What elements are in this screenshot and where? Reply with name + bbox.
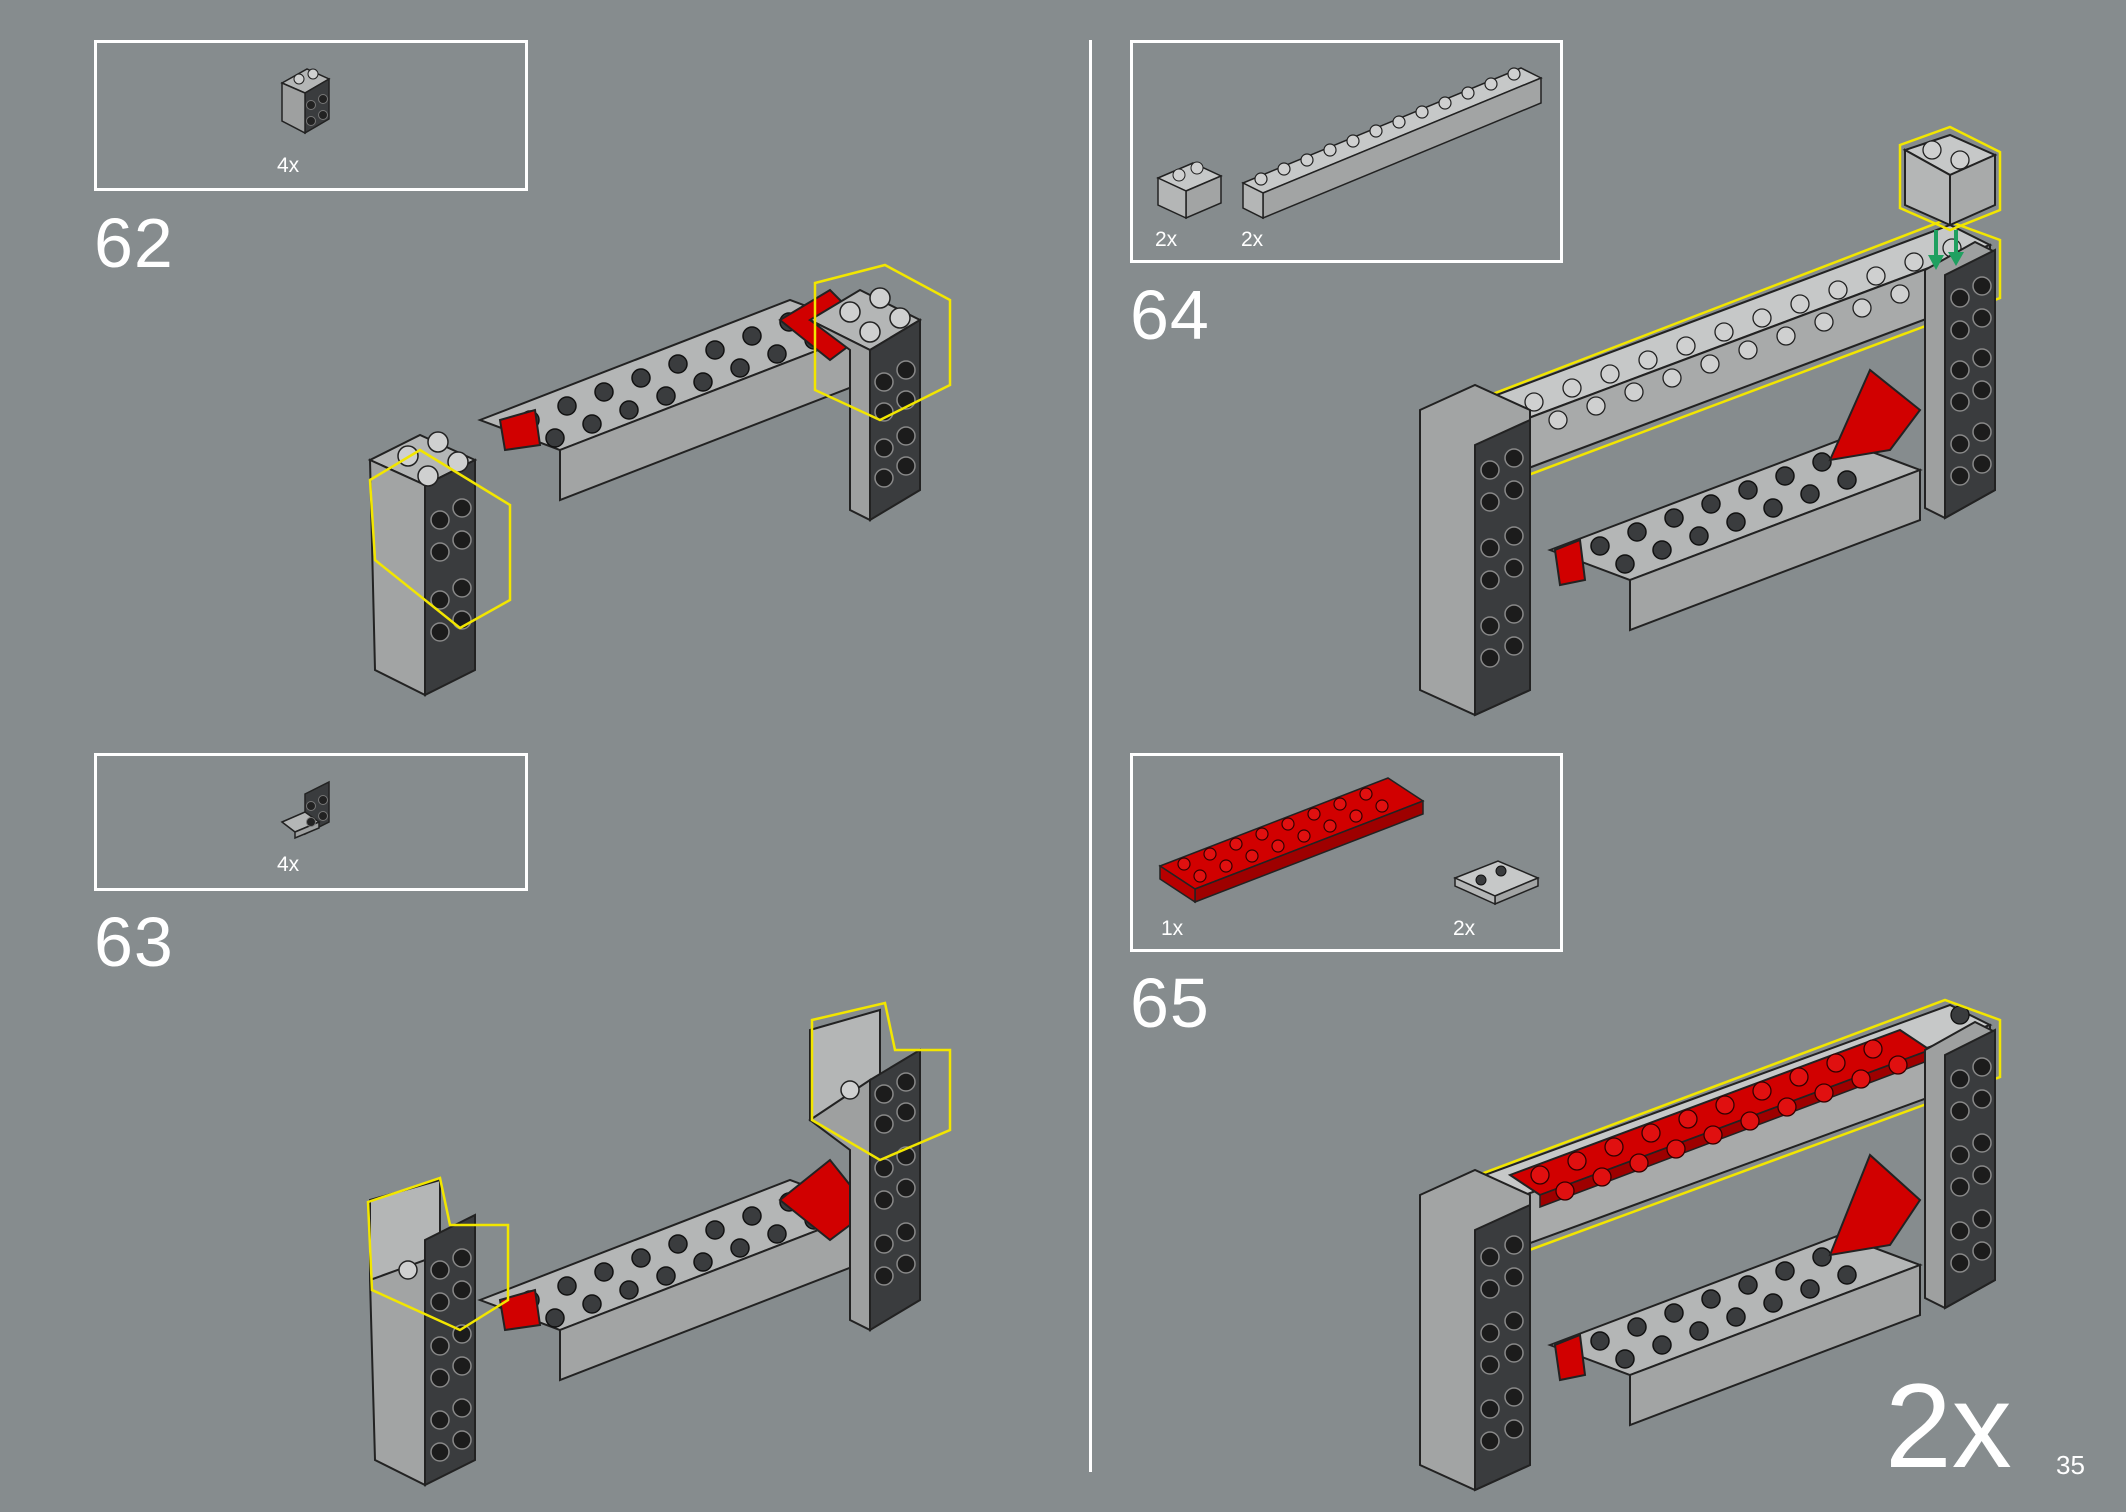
step-64-model-illustration [1419,125,2002,717]
part-qty: 2x [1155,228,1178,251]
step-number-63: 63 [94,903,174,981]
tile-2x2-icon [1453,860,1540,906]
step-number-65: 65 [1130,964,1210,1042]
step-62-model-illustration [367,263,952,697]
parts-box-step-63: 4x [94,753,528,891]
parts-box-step-65: 1x 2x [1130,753,1563,952]
brick-1x2-icon [1156,161,1223,220]
step-number-64: 64 [1130,276,1210,354]
brick-1x12-icon [1241,67,1543,220]
bracket-1x2-2x2-inverted-icon [280,780,330,840]
part-qty: 2x [1241,228,1264,251]
part-qty: 4x [277,154,300,177]
parts-box-step-62: 4x [94,40,528,191]
part-qty: 1x [1161,917,1184,940]
part-qty: 2x [1453,917,1476,940]
build-multiplier: 2x [1885,1359,2012,1493]
page-number: 35 [2056,1450,2085,1480]
parts-box-step-64: 2x 2x [1130,40,1563,263]
step-65-model-illustration [1419,998,2002,1492]
part-qty: 4x [277,853,300,876]
step-number-62: 62 [94,204,174,282]
step-63-model-illustration [366,1001,952,1487]
column-divider [1089,40,1092,1472]
plate-2x8-red-icon [1158,777,1425,904]
bracket-1x2-2x2-icon [280,68,331,135]
